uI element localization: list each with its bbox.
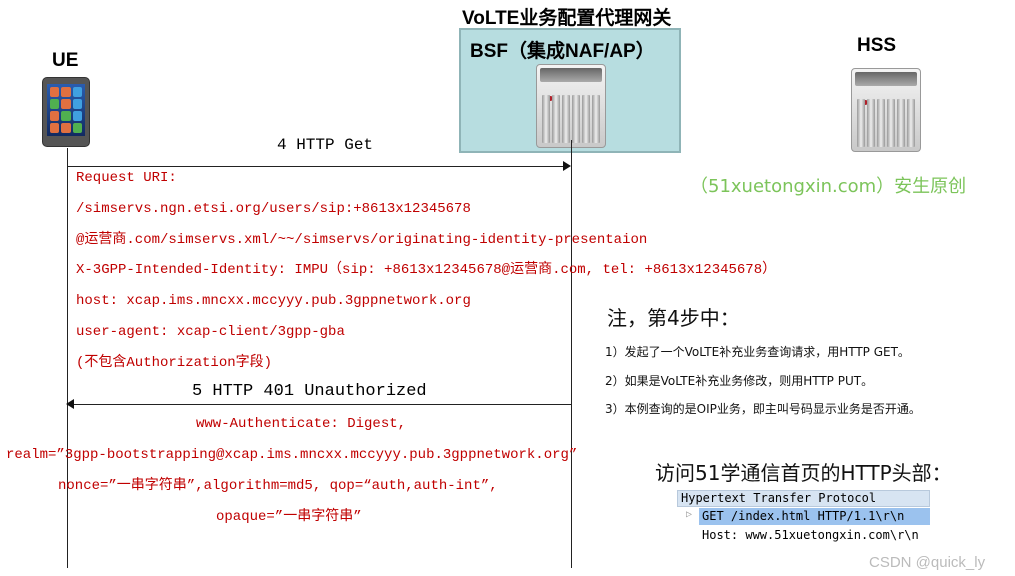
ue-lifeline: [67, 148, 68, 568]
ue-label: UE: [52, 50, 79, 71]
step5-arrow: [73, 404, 571, 405]
gateway-title: VoLTE业务配置代理网关: [462, 8, 672, 29]
step4-line: /simservs.ngn.etsi.org/users/sip:+8613x1…: [76, 201, 471, 217]
step5-line: opaque=”一串字符串”: [216, 509, 362, 525]
note-item: 2）如果是VoLTE补充业务修改，则用HTTP PUT。: [605, 374, 874, 388]
step5-line: www-Authenticate: Digest,: [196, 416, 407, 432]
step4-line: (不包含Authorization字段): [76, 355, 273, 371]
step4-line: @运营商.com/simservs.xml/~~/simservs/origin…: [76, 232, 648, 248]
http-example-title: 访问51学通信首页的HTTP头部：: [655, 461, 952, 485]
step5-line: nonce=”一串字符串”,algorithm=md5, qop=“auth,a…: [58, 478, 498, 494]
notes-title: 注，第4步中：: [607, 306, 740, 330]
credit: CSDN @quick_ly: [869, 554, 986, 571]
protocol-row[interactable]: Hypertext Transfer Protocol: [677, 490, 930, 507]
step4-line: X-3GPP-Intended-Identity: IMPU（sip: +861…: [76, 262, 777, 278]
step5-line: realm=”3gpp-bootstrapping@xcap.ims.mncxx…: [6, 447, 578, 463]
step4-line: host: xcap.ims.mncxx.mccyyy.pub.3gppnetw…: [76, 293, 471, 309]
step4-label: 4 HTTP Get: [277, 136, 374, 154]
arrowhead-right-icon: [563, 161, 571, 171]
get-request-row[interactable]: GET /index.html HTTP/1.1\r\n: [699, 508, 930, 525]
note-item: 3）本例查询的是OIP业务，即主叫号码显示业务是否开通。: [605, 402, 921, 416]
expand-triangle-icon[interactable]: ▷: [686, 509, 693, 520]
step4-arrow: [67, 166, 565, 167]
hss-label: HSS: [857, 35, 897, 56]
smartphone-icon: [42, 77, 90, 147]
bsf-label: BSF（集成NAF/AP）: [470, 41, 655, 62]
note-item: 1）发起了一个VoLTE补充业务查询请求，用HTTP GET。: [605, 345, 910, 359]
step5-label: 5 HTTP 401 Unauthorized: [192, 382, 427, 401]
hss-server-icon: [851, 68, 921, 152]
watermark: （51xuetongxin.com）安生原创: [690, 176, 967, 197]
bsf-lifeline: [571, 140, 572, 568]
step4-line: Request URI:: [76, 170, 177, 186]
host-row[interactable]: Host: www.51xuetongxin.com\r\n: [702, 528, 919, 542]
arrowhead-left-icon: [66, 399, 74, 409]
packet-detail-pane: Hypertext Transfer Protocol ▷ GET /index…: [677, 490, 930, 544]
bsf-server-icon: [536, 64, 606, 148]
step4-line: user-agent: xcap-client/3gpp-gba: [76, 324, 345, 340]
